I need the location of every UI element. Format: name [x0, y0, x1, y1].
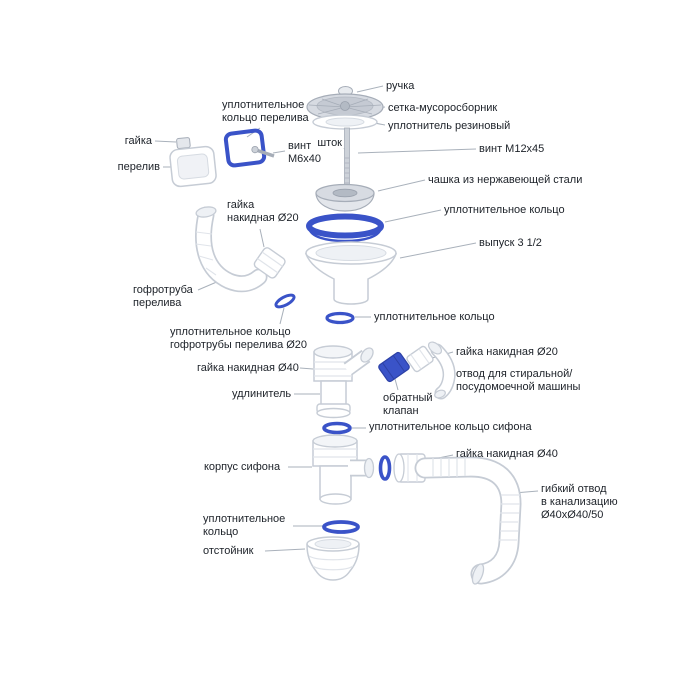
label-overflow: перелив: [117, 161, 160, 173]
label-sealing-ring-bottom: уплотнительное кольцо: [203, 513, 286, 538]
label-union-nut-40-right: гайка накидная Ø40: [456, 448, 558, 460]
nut-20-right-part: [406, 345, 434, 373]
siphon-ring-part: [322, 421, 352, 435]
label-outlet: выпуск 3 1/2: [479, 237, 542, 249]
label-handle: ручка: [386, 80, 415, 92]
sealing-ring-bottom-part: [322, 520, 360, 534]
label-screw-m6: винт M6x40: [288, 140, 322, 165]
outlet-funnel-part: [304, 241, 398, 305]
screw-m12-part: [344, 127, 350, 193]
label-siphon-ring: уплотнительное кольцо сифона: [369, 421, 532, 433]
label-rubber-seal: уплотнитель резиновый: [388, 120, 511, 132]
overflow-pipe-ring-part: [274, 293, 296, 309]
sealing-ring-small-part: [325, 311, 355, 325]
label-strainer-mesh: сетка-мусоросборник: [388, 102, 498, 114]
label-extension: удлинитель: [232, 388, 292, 400]
steel-cup-part: [315, 183, 375, 212]
label-overflow-pipe-ring: уплотнительное кольцо гофротрубы перелив…: [170, 326, 308, 351]
label-nut: гайка: [124, 135, 152, 147]
overflow-cover-part: [169, 145, 217, 188]
label-check-valve: обратный клапан: [383, 392, 433, 417]
hose-ring-part: [378, 455, 392, 481]
label-union-nut-20-left: гайка накидная Ø20: [227, 199, 299, 224]
siphon-body-part: [312, 434, 375, 505]
machine-outlet-part: [427, 341, 456, 400]
overflow-pipe-part: [195, 206, 286, 293]
label-stem: шток: [317, 137, 342, 149]
label-screw-m12: винт M12x45: [479, 143, 545, 155]
label-sealing-ring-top: уплотнительное кольцо: [444, 204, 565, 216]
sump-part: [306, 536, 360, 581]
extension-tube-part: [316, 380, 351, 419]
overflow-nut-part: [176, 137, 191, 150]
overflow-gasket-part: [223, 128, 267, 168]
label-siphon-body: корпус сифона: [204, 461, 281, 473]
label-steel-cup: чашка из нержавеющей стали: [428, 174, 583, 186]
strainer-handle-part: [306, 86, 384, 121]
tee-branch-part: [343, 347, 374, 376]
label-overflow-gasket: уплотнительное кольцо перелива: [222, 99, 309, 124]
screw-m6-part: [251, 146, 275, 158]
label-union-nut-20-right: гайка накидная Ø20: [456, 346, 558, 358]
label-machine-outlet: отвод для стиральной/ посудомоечной маши…: [456, 368, 581, 393]
label-flexible-outlet: гибкий отвод в канализацию Ø40xØ40/50: [541, 483, 618, 521]
sealing-ring-top-part: [306, 213, 384, 243]
label-union-nut-40-left: гайка накидная Ø40: [197, 362, 299, 374]
label-sump: отстойник: [203, 545, 254, 557]
check-valve-part: [378, 351, 410, 383]
leader-lines: [154, 85, 539, 552]
label-overflow-pipe: гофротруба перелива: [133, 284, 193, 309]
flexible-outlet-part: [414, 456, 522, 585]
rubber-seal-part: [312, 114, 378, 130]
label-sealing-ring-small: уплотнительное кольцо: [374, 311, 495, 323]
